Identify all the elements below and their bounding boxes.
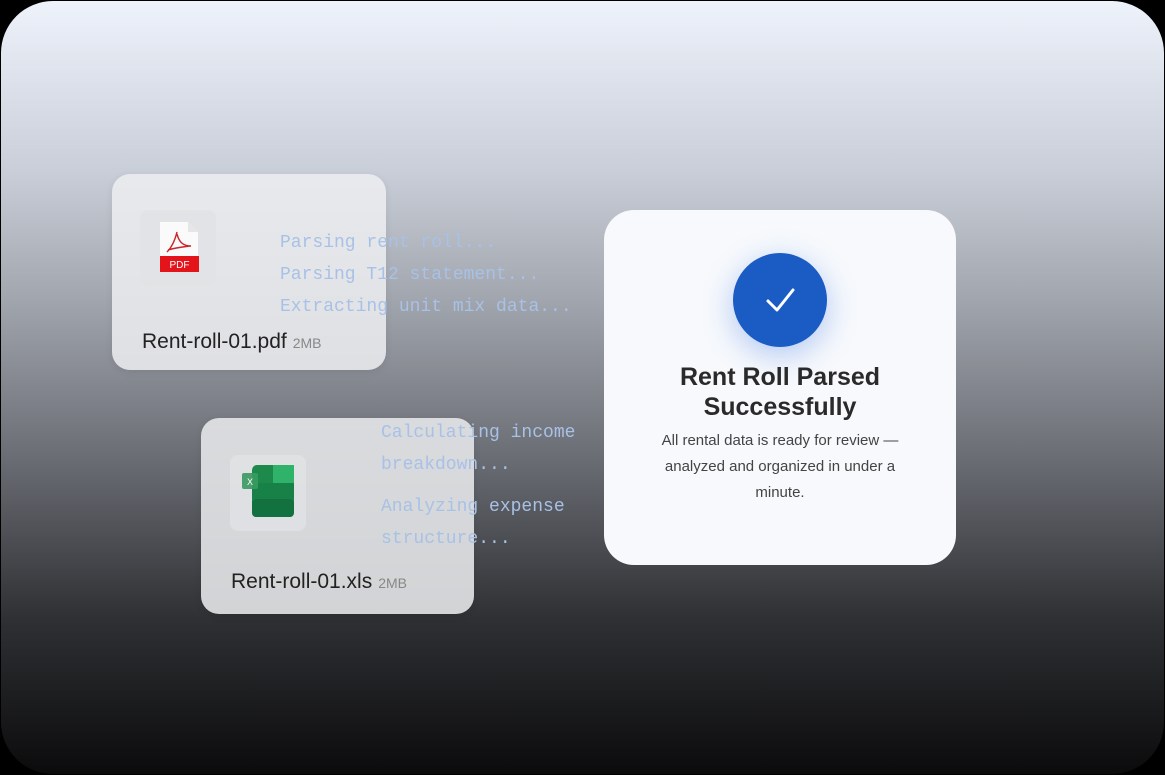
log-line: Calculating income — [381, 423, 576, 443]
check-icon — [733, 253, 827, 347]
log-line: Parsing T12 statement... — [280, 265, 540, 285]
excel-icon: X — [230, 455, 306, 531]
log-line: Extracting unit mix data... — [280, 297, 572, 317]
file-size: 2MB — [292, 335, 322, 351]
log-line: Parsing rent roll... — [280, 233, 497, 253]
file-label: Rent-roll-01.pdf 2MB — [142, 330, 322, 355]
pdf-badge-text: PDF — [170, 260, 190, 271]
success-card: Rent Roll Parsed Successfully All rental… — [604, 210, 956, 565]
file-label: Rent-roll-01.xls 2MB — [231, 570, 407, 595]
pdf-file-card[interactable]: PDF Rent-roll-01.pdf 2MB — [112, 174, 386, 370]
pdf-icon: PDF — [140, 210, 216, 286]
file-size: 2MB — [378, 575, 408, 591]
xls-file-card[interactable]: X Rent-roll-01.xls 2MB — [201, 418, 474, 614]
log-line: breakdown... — [381, 455, 511, 475]
excel-badge-text: X — [247, 477, 253, 487]
log-line: Analyzing expense — [381, 497, 565, 517]
log-line: structure... — [381, 529, 511, 549]
file-name: Rent-roll-01.pdf — [142, 330, 287, 353]
success-title: Rent Roll Parsed Successfully — [679, 363, 881, 421]
file-name: Rent-roll-01.xls — [231, 570, 373, 593]
success-description: All rental data is ready for review —ana… — [661, 432, 899, 501]
